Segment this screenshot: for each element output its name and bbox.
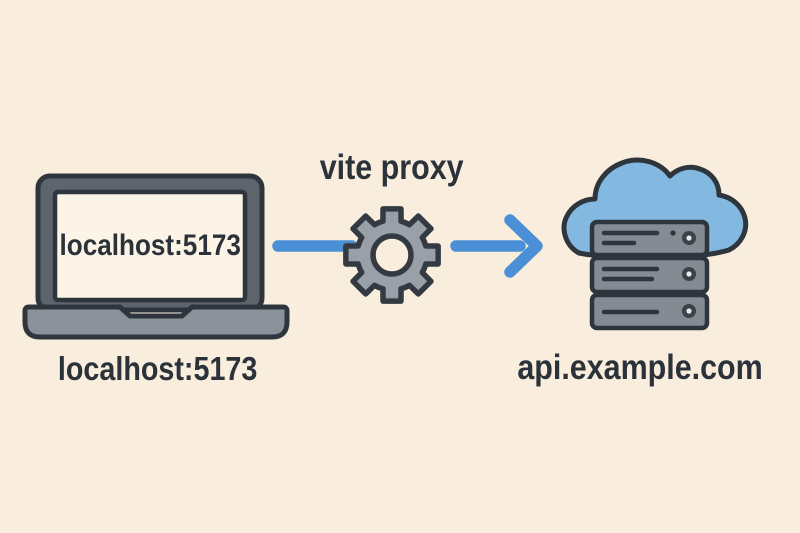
gear-icon (343, 206, 441, 304)
vite-proxy-label: vite proxy (320, 148, 464, 187)
server-vents (601, 230, 660, 315)
flow-arrow-right (450, 214, 543, 278)
server-icon (589, 219, 710, 331)
gear-hole (370, 233, 414, 277)
server-unit-1 (589, 219, 710, 258)
laptop-caption: localhost:5173 (58, 350, 258, 387)
server-caption: api.example.com (517, 348, 763, 387)
laptop-icon (22, 173, 290, 340)
laptop-base (22, 304, 290, 340)
laptop-screen-text: localhost:5173 (59, 229, 241, 262)
server-led-dot (670, 230, 676, 236)
server-knobs (682, 231, 696, 318)
laptop-screen (52, 189, 248, 303)
server-unit-2 (589, 255, 710, 295)
